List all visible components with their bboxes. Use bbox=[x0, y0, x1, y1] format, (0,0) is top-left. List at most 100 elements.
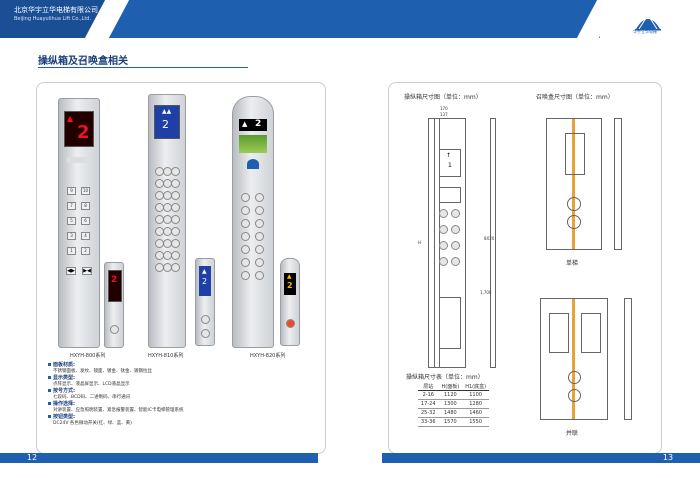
spec-item: 按钮类型:DC24V 各色微动开关(红、绿、蓝、黄) bbox=[48, 414, 308, 427]
cop-810-floor: 2 bbox=[162, 118, 169, 131]
hall-double-button-down bbox=[568, 389, 581, 402]
hall-dimension-title: 召唤盒尺寸图（单位：mm） bbox=[536, 94, 614, 101]
floor-button bbox=[451, 257, 460, 266]
cop-mount-dim: 8X20 bbox=[484, 236, 495, 241]
hall-800-image: 2 bbox=[104, 262, 124, 348]
floor-button bbox=[171, 203, 180, 212]
cop-drawing-service-box bbox=[439, 297, 461, 349]
hall-single-button-down bbox=[567, 215, 581, 229]
floor-button: 2 bbox=[81, 247, 90, 255]
hall-810-display: ▲ 2 bbox=[199, 266, 211, 296]
company-name: 北京华宇立华电梯有限公司 Beijing Huayulihua Lift Co.… bbox=[14, 6, 98, 24]
cop-820-keypad bbox=[241, 193, 265, 283]
floor-button: 5 bbox=[67, 217, 76, 225]
page-number-left: 12 bbox=[26, 453, 38, 462]
up-arrow-icon: ▲ bbox=[67, 114, 74, 123]
company-name-en: Beijing Huayulihua Lift Co.,Ltd. bbox=[14, 16, 92, 22]
cop-dimension-title: 操纵箱尺寸图（单位：mm） bbox=[404, 94, 482, 101]
door-open-icon: ◀▶ bbox=[66, 267, 76, 275]
hall-820-image: ▲ 2 bbox=[280, 258, 300, 346]
cop-800-display: ▲ 2 bbox=[64, 111, 94, 147]
hall-810-floor: 2 bbox=[202, 277, 208, 286]
brand-name: 华宇立华电梯 bbox=[633, 29, 657, 34]
up-arrow-icon: ↑ bbox=[446, 152, 452, 159]
hall-single-button-up bbox=[567, 197, 581, 211]
cop-width-inner-dim: 137 bbox=[440, 112, 448, 117]
floor-button bbox=[171, 215, 180, 224]
hall-820-floor: 2 bbox=[287, 281, 293, 290]
floor-button bbox=[255, 271, 264, 280]
door-close-icon: ▶◀ bbox=[82, 267, 92, 275]
brand-logo-icon bbox=[635, 14, 661, 31]
cop-820-lcd-screen bbox=[239, 135, 267, 153]
floor-button bbox=[255, 258, 264, 267]
model-800-label: HXYH-800系列 bbox=[70, 353, 106, 359]
hall-double-front bbox=[540, 298, 608, 420]
hall-800-floor: 2 bbox=[111, 275, 118, 285]
table-title: 操纵箱尺寸表（单位：mm） bbox=[406, 374, 484, 381]
up-arrow-icon: ▲▲ bbox=[162, 108, 172, 115]
cop-drawing-speaker bbox=[439, 187, 461, 203]
floor-button bbox=[439, 209, 448, 218]
floor-button bbox=[439, 257, 448, 266]
up-arrow-icon: ▲ bbox=[287, 273, 292, 280]
cop-820-floor: 2 bbox=[255, 119, 262, 129]
cop-height-dim: H bbox=[418, 240, 422, 245]
cop-drawing-floor: 1 bbox=[448, 162, 452, 169]
floor-button: 8 bbox=[81, 202, 90, 210]
floor-button bbox=[241, 232, 250, 241]
page-title: 操纵箱及召唤盒相关 bbox=[38, 56, 128, 67]
hall-single-label: 单梯 bbox=[566, 260, 579, 267]
model-810-label: HXYH-810系列 bbox=[148, 353, 184, 359]
hall-810-call-button bbox=[201, 315, 210, 324]
floor-button bbox=[255, 219, 264, 228]
floor-button: 10 bbox=[81, 187, 90, 195]
up-arrow-icon: ▲ bbox=[202, 268, 207, 275]
hall-double-display-right bbox=[581, 313, 601, 353]
floor-button bbox=[451, 209, 460, 218]
hall-double-centerline bbox=[572, 299, 575, 419]
floor-button: 9 bbox=[67, 187, 76, 195]
cop-800-floor: 2 bbox=[77, 122, 90, 143]
floor-button: 4 bbox=[81, 232, 90, 240]
floor-button bbox=[171, 239, 180, 248]
cop-820-image: ▲ 2 bbox=[232, 96, 274, 348]
cop-810-image: ▲▲ 2 bbox=[148, 94, 186, 348]
hall-single-front bbox=[546, 118, 602, 250]
floor-button bbox=[255, 232, 264, 241]
spec-list: 面板材质:不锈钢面板、发纹、镜面、镀金、钛金、镀钢拉丝 显示类型:点阵显示、液晶… bbox=[48, 362, 308, 427]
floor-button: 7 bbox=[67, 202, 76, 210]
footer-bar-right bbox=[382, 453, 700, 463]
hall-double-display-left bbox=[549, 313, 569, 353]
floor-button bbox=[439, 241, 448, 250]
company-name-cn: 北京华宇立华电梯有限公司 bbox=[14, 6, 98, 14]
floor-button bbox=[171, 263, 180, 272]
spec-item: 面板材质:不锈钢面板、发纹、镜面、镀金、钛金、镀钢拉丝 bbox=[48, 362, 308, 375]
floor-button bbox=[255, 193, 264, 202]
floor-button bbox=[241, 193, 250, 202]
floor-button bbox=[241, 258, 250, 267]
up-arrow-icon: ▲ bbox=[242, 120, 248, 128]
floor-button bbox=[241, 206, 250, 215]
spec-item: 操作选择:对讲装置、应急照明装置、紧急报警装置、智能IC卡电梯管理系统 bbox=[48, 401, 308, 414]
hall-single-display bbox=[565, 133, 585, 175]
cop-box-dim: 1,700 bbox=[480, 290, 492, 295]
spec-item: 显示类型:点阵显示、液晶屏显示、LCD液晶显示 bbox=[48, 375, 308, 388]
hall-double-label: 并联 bbox=[566, 430, 579, 437]
page-number-right: 13 bbox=[662, 453, 674, 462]
floor-button: 6 bbox=[81, 217, 90, 225]
floor-button bbox=[171, 227, 180, 236]
cop-front-view: ↑ 1 bbox=[434, 118, 466, 368]
spec-item: 按号方式:七段码、BCD码、二进制码、串行通讯 bbox=[48, 388, 308, 401]
floor-button bbox=[241, 245, 250, 254]
floor-button: 3 bbox=[67, 232, 76, 240]
floor-button bbox=[171, 179, 180, 188]
table-header-row: 层站 H(面板) H1(底盒) bbox=[418, 382, 490, 391]
hall-820-call-button bbox=[286, 319, 295, 328]
